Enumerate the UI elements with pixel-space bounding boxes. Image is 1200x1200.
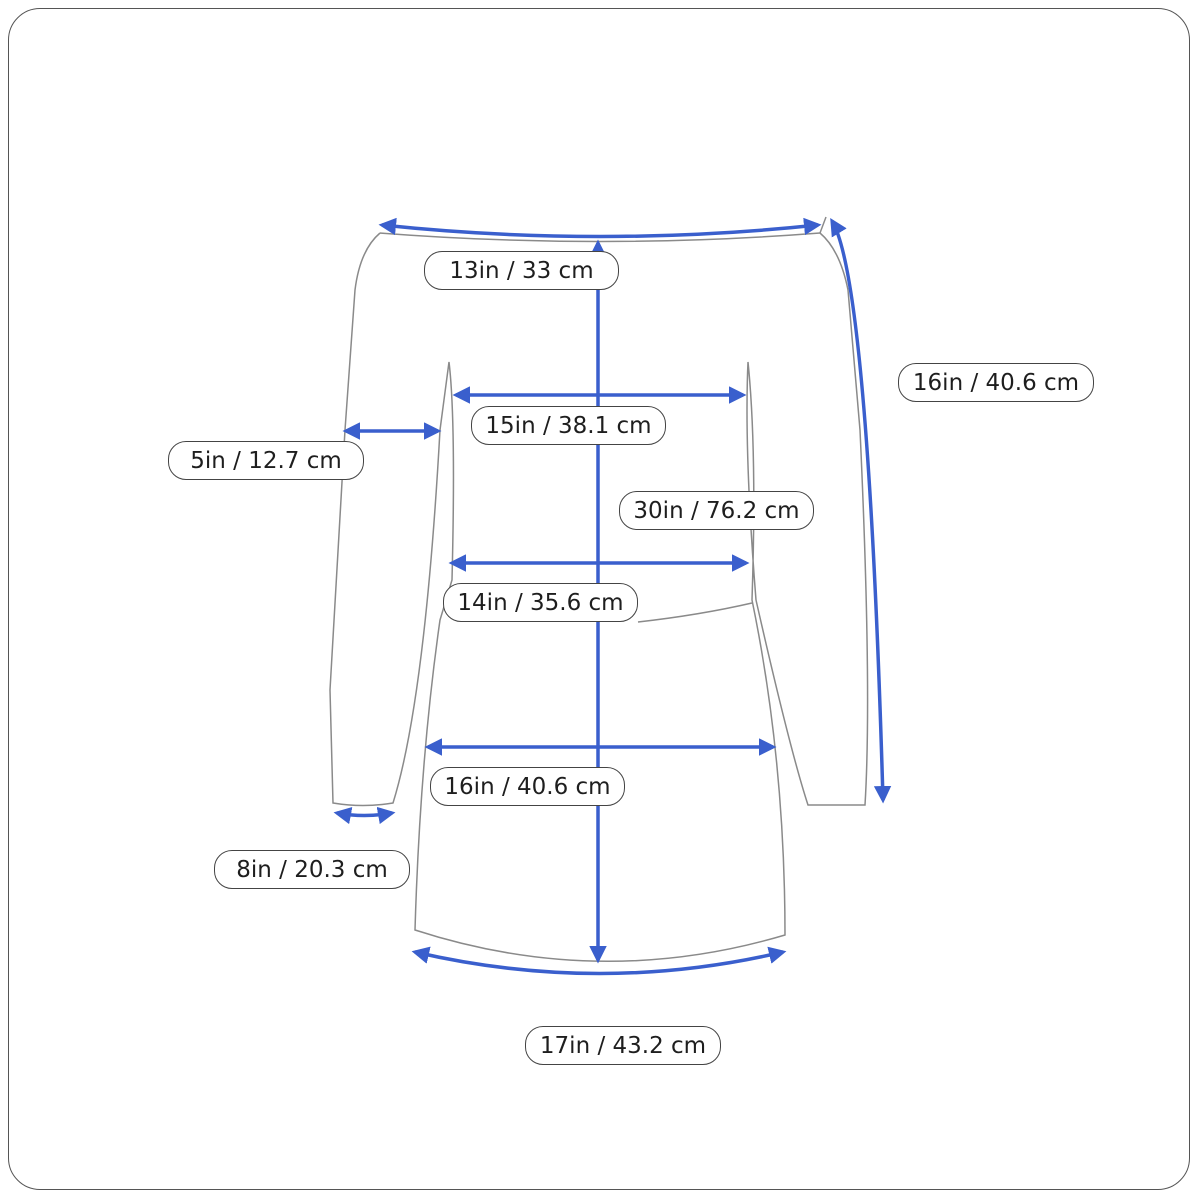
upper-arm-label: 5in / 12.7 cm [168,441,364,480]
sleeve-arrow [830,218,892,804]
bust-label: 15in / 38.1 cm [471,406,666,445]
hem-arrow [411,946,787,976]
hem-label: 17in / 43.2 cm [525,1026,721,1065]
hip-label: 16in / 40.6 cm [430,767,625,806]
cuff-label: 8in / 20.3 cm [214,850,410,889]
sleeve-length-label: 16in / 40.6 cm [898,363,1094,402]
shoulder-arrow [378,217,822,239]
cuff-arrow [333,806,396,825]
shoulder-label: 13in / 33 cm [424,251,619,290]
measurement-arrows [333,217,892,976]
waist-label: 14in / 35.6 cm [443,583,638,622]
length-label: 30in / 76.2 cm [619,491,814,530]
diagram-frame [8,8,1190,1190]
